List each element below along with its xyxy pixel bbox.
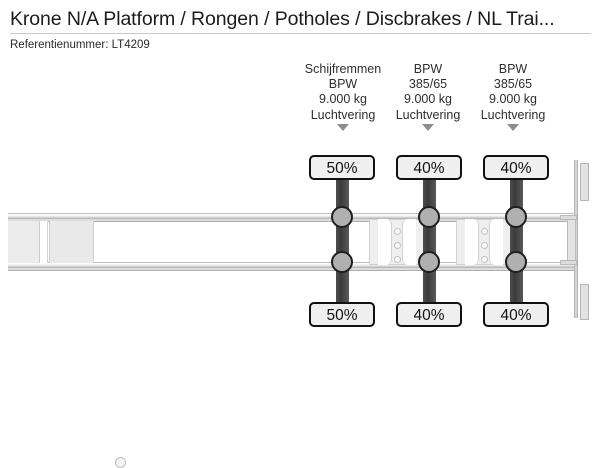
axle-2-suspension: Luchtvering bbox=[395, 107, 461, 122]
rear-column bbox=[567, 219, 576, 265]
wheel-hub-3-top bbox=[505, 206, 527, 228]
hanger-bolt-holes bbox=[370, 228, 424, 270]
tyre-tread-badge-2-bottom: 40% bbox=[396, 302, 462, 327]
axle-spec-column-2: BPW 385/65 9.000 kg Luchtvering bbox=[373, 62, 483, 131]
rear-lamp-top bbox=[580, 163, 589, 201]
axle-2-tyre-size: 385/65 bbox=[408, 77, 448, 92]
hanger-bolt-holes bbox=[457, 228, 511, 270]
rear-bracket-bottom bbox=[560, 260, 577, 265]
trailer-schematic: 50% 50% 40% 40% 40% 40% bbox=[8, 155, 589, 468]
axle-3-suspension: Luchtvering bbox=[480, 107, 546, 122]
axle-3-tyre-size: 385/65 bbox=[493, 77, 533, 92]
caret-down-icon bbox=[507, 123, 519, 131]
axle-1-suspension: Luchtvering bbox=[310, 107, 376, 122]
bolt-hole-icon bbox=[393, 256, 401, 263]
axle-3-brand: BPW bbox=[498, 62, 528, 76]
reference-number: Referentienummer: LT4209 bbox=[10, 39, 150, 51]
axle-shaft-1 bbox=[336, 155, 349, 325]
wheel-hub-2-bottom bbox=[418, 251, 440, 273]
rear-lamp-bottom bbox=[580, 284, 589, 320]
axle-1-brand: BPW bbox=[328, 77, 358, 92]
tyre-tread-badge-3-bottom: 40% bbox=[483, 302, 549, 327]
chassis-rail-bottom bbox=[8, 262, 574, 271]
axle-2-capacity: 9.000 kg bbox=[404, 92, 452, 107]
title-divider bbox=[10, 33, 591, 34]
bolt-hole-icon bbox=[480, 256, 488, 263]
suspension-hanger-2 bbox=[456, 219, 512, 265]
wheel-hub-2-top bbox=[418, 206, 440, 228]
chassis-rail-top bbox=[8, 213, 574, 222]
axle-spec-column-1: Schijfremmen BPW 9.000 kg Luchtvering bbox=[288, 62, 398, 131]
tyre-tread-badge-1-top: 50% bbox=[309, 155, 375, 180]
axle-3-capacity: 9.000 kg bbox=[489, 92, 537, 107]
kingpin-plate bbox=[49, 221, 126, 468]
page-title: Krone N/A Platform / Rongen / Potholes /… bbox=[10, 8, 555, 30]
axle-shaft-2 bbox=[423, 155, 436, 325]
wheel-hub-3-bottom bbox=[505, 251, 527, 273]
rear-bracket-top bbox=[560, 215, 577, 220]
tyre-tread-badge-2-top: 40% bbox=[396, 155, 462, 180]
axle-2-brand: BPW bbox=[413, 62, 443, 76]
caret-down-icon bbox=[422, 123, 434, 131]
tyre-tread-badge-3-top: 40% bbox=[483, 155, 549, 180]
suspension-hanger-1 bbox=[369, 219, 425, 265]
tyre-tread-badge-1-bottom: 50% bbox=[309, 302, 375, 327]
wheel-hub-1-bottom bbox=[331, 251, 353, 273]
bolt-hole-icon bbox=[393, 242, 401, 249]
front-nose-plate bbox=[8, 221, 40, 263]
axle-spec-column-3: BPW 385/65 9.000 kg Luchtvering bbox=[458, 62, 568, 131]
caret-down-icon bbox=[337, 123, 349, 131]
wheel-hub-1-top bbox=[331, 206, 353, 228]
axle-1-brakes: Schijfremmen bbox=[304, 62, 382, 76]
front-gap-panel bbox=[40, 221, 48, 263]
bolt-hole-icon bbox=[393, 228, 401, 235]
axle-shaft-3 bbox=[510, 155, 523, 325]
kingpin-circle-icon bbox=[115, 457, 126, 468]
bolt-hole-icon bbox=[480, 228, 488, 235]
bolt-hole-icon bbox=[480, 242, 488, 249]
axle-1-capacity: 9.000 kg bbox=[319, 92, 367, 107]
